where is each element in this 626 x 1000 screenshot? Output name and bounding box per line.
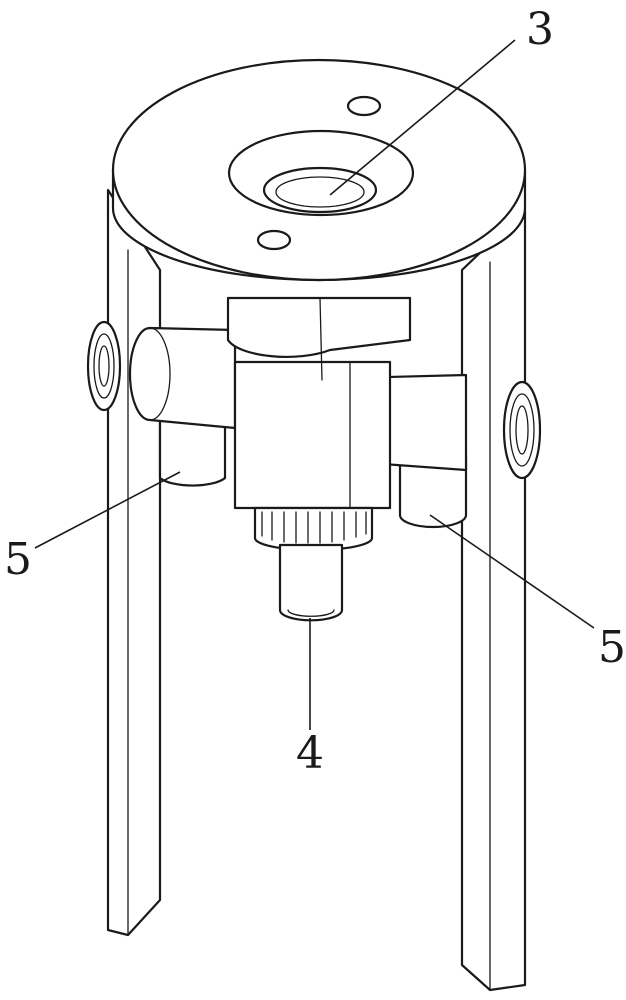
output-shaft <box>278 543 344 622</box>
leader-3 <box>329 39 516 196</box>
label-5-left: 5 <box>4 534 32 585</box>
left-leg <box>106 188 162 937</box>
left-bolt <box>86 320 122 412</box>
label-4: 4 <box>296 728 324 779</box>
knurled-collar <box>253 506 374 552</box>
central-body <box>226 296 412 510</box>
right-leg <box>460 208 527 992</box>
right-bolt <box>502 380 542 480</box>
guide-post-right <box>398 453 468 529</box>
top-plate <box>111 58 527 282</box>
label-5-right: 5 <box>598 622 626 673</box>
leader-5-right <box>429 514 595 629</box>
label-3: 3 <box>526 4 554 55</box>
leader-5-left <box>34 471 181 549</box>
left-boss <box>128 326 237 430</box>
